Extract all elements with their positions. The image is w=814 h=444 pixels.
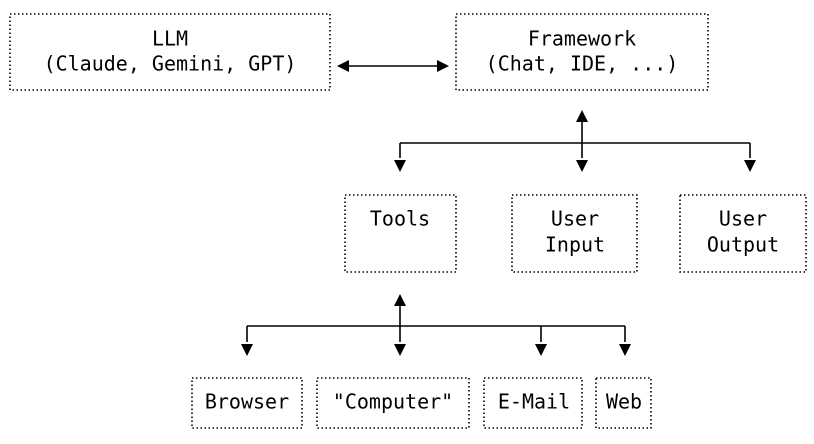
- user-output-node: User Output: [679, 194, 807, 273]
- arrow-down-icon: [241, 344, 253, 356]
- web-box: [595, 377, 652, 429]
- computer-node: "Computer": [316, 377, 470, 429]
- framework-branch-connector: [394, 110, 756, 172]
- web-node: Web: [595, 377, 652, 429]
- arrow-down-icon: [394, 344, 406, 356]
- framework-title: Framework: [528, 27, 636, 51]
- browser-box: [191, 377, 303, 429]
- arrow-down-icon: [744, 160, 756, 172]
- user-output-line1: User: [719, 207, 767, 231]
- email-box: [483, 377, 583, 429]
- llm-box: [9, 13, 331, 91]
- email-label: E-Mail: [498, 390, 570, 414]
- arrow-up-icon: [394, 294, 406, 306]
- arrow-down-icon: [394, 160, 406, 172]
- arrow-down-icon: [535, 344, 547, 356]
- user-input-line1: User: [551, 207, 599, 231]
- framework-box: [455, 13, 709, 91]
- web-label: Web: [606, 390, 642, 414]
- computer-label: "Computer": [333, 390, 453, 414]
- user-output-line2: Output: [707, 233, 779, 257]
- llm-framework-connector: [337, 60, 449, 72]
- computer-box: [316, 377, 470, 429]
- llm-node: LLM (Claude, Gemini, GPT): [9, 13, 331, 91]
- browser-node: Browser: [191, 377, 303, 429]
- arrow-down-icon: [576, 160, 588, 172]
- browser-label: Browser: [205, 390, 289, 414]
- arrow-down-icon: [619, 344, 631, 356]
- email-node: E-Mail: [483, 377, 583, 429]
- user-input-line2: Input: [545, 233, 605, 257]
- tools-box: [344, 194, 457, 273]
- user-output-box: [679, 194, 807, 273]
- tools-branch-connector: [241, 294, 631, 356]
- user-input-node: User Input: [511, 194, 638, 273]
- framework-subtitle: (Chat, IDE, ...): [486, 52, 679, 76]
- llm-subtitle: (Claude, Gemini, GPT): [44, 52, 297, 76]
- framework-node: Framework (Chat, IDE, ...): [455, 13, 709, 91]
- user-input-box: [511, 194, 638, 273]
- llm-title: LLM: [152, 27, 188, 51]
- arrow-left-icon: [337, 60, 349, 72]
- arrow-right-icon: [437, 60, 449, 72]
- tools-node: Tools: [344, 194, 457, 273]
- arrow-up-icon: [576, 110, 588, 122]
- tools-title: Tools: [370, 207, 430, 231]
